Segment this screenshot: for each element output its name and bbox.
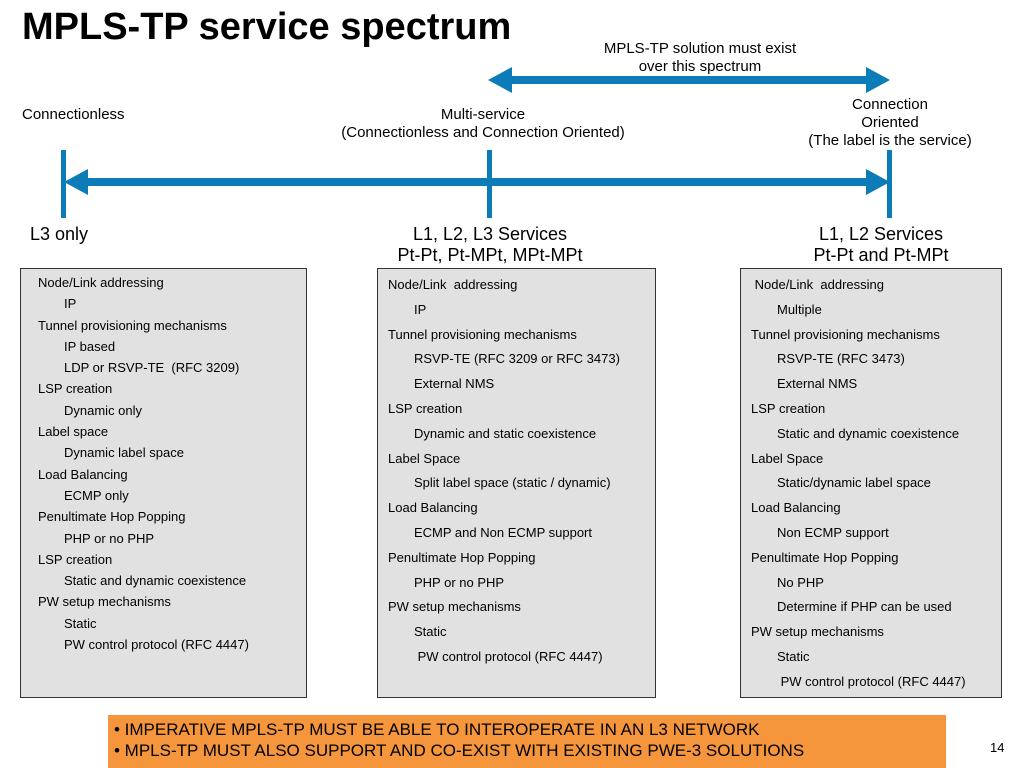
panel-category-item: Load Balancing (38, 466, 128, 482)
panel-category-item: LSP creation (388, 400, 463, 416)
panel-category-item: Penultimate Hop Popping (388, 549, 536, 565)
top-arrow-head-right (866, 67, 890, 93)
panel-detail-item: IP based (64, 338, 116, 354)
page-number: 14 (990, 740, 1005, 755)
panel-detail-item: External NMS (777, 376, 858, 392)
panel-category-item: Tunnel provisioning mechanisms (751, 326, 940, 342)
panel-category-item: Load Balancing (751, 500, 841, 516)
panel-detail-item: Static (64, 615, 97, 631)
connection-oriented-line-1: Connection (852, 96, 928, 113)
imperative-line-1: • IMPERATIVE MPLS-TP MUST BE ABLE TO INT… (114, 720, 760, 739)
panel-category-item: Node/Link addressing (388, 277, 518, 292)
panel-detail-item: PW control protocol (RFC 4447) (777, 673, 966, 689)
spectrum-arrows (61, 67, 892, 218)
panel-category-item: Penultimate Hop Popping (38, 509, 186, 525)
panel-detail-item: PHP or no PHP (414, 574, 505, 590)
column-3-header-line-2: Pt-Pt and Pt-MPt (813, 245, 949, 265)
panel-detail-item: Non ECMP support (777, 524, 889, 540)
panel-detail-item: PW control protocol (RFC 4447) (414, 648, 603, 664)
tick-middle (487, 150, 492, 218)
panel-category-item: Node/Link addressing (751, 277, 884, 292)
panel-detail-item: LDP or RSVP-TE (RFC 3209) (64, 360, 240, 376)
column-2-header-line-2: Pt-Pt, Pt-MPt, MPt-MPt (397, 245, 583, 265)
column-3-header: L1, L2 Services Pt-Pt and Pt-MPt (760, 224, 1002, 266)
main-arrow-shaft (84, 178, 870, 186)
main-arrow-head-right (866, 169, 890, 195)
panel-category-item: Penultimate Hop Popping (751, 549, 899, 565)
panel-detail-item: PW control protocol (RFC 4447) (64, 637, 249, 653)
panel-detail-item: No PHP (777, 574, 824, 590)
multi-service-line-1: Multi-service (440, 106, 526, 123)
panel-detail-item: IP (414, 301, 427, 317)
column-2-header-line-1: L1, L2, L3 Services (412, 224, 568, 244)
connection-oriented-line-2: Oriented (861, 114, 919, 131)
column-3-header-line-1: L1, L2 Services (818, 224, 944, 244)
panel-category-item: Load Balancing (388, 500, 478, 516)
panel-category-item: LSP creation (38, 381, 113, 397)
connectionless-label: Connectionless (22, 106, 125, 123)
panel-category-item: Label Space (751, 450, 824, 466)
panel-detail-item: Static (414, 624, 447, 640)
panel-category-item: PW setup mechanisms (38, 594, 171, 610)
panel-detail-item: Static and dynamic coexistence (777, 425, 960, 441)
column-1-header: L3 only (30, 224, 88, 245)
panel-detail-item: IP (64, 296, 77, 312)
slide-title: MPLS-TP service spectrum (22, 6, 512, 48)
panel-category-item: Tunnel provisioning mechanisms (388, 326, 577, 342)
multi-service-label: Multi-service (Connectionless and Connec… (300, 106, 666, 142)
column-1-header-line-1: L3 only (30, 224, 89, 244)
tick-right (887, 150, 892, 218)
connection-oriented-label: Connection Oriented (The label is the se… (780, 96, 1000, 150)
panel-detail-item: Dynamic label space (64, 445, 184, 461)
panel-detail-item: Dynamic and static coexistence (414, 425, 597, 441)
panel-detail-item: RSVP-TE (RFC 3209 or RFC 3473) (414, 351, 620, 367)
top-note-line-1: MPLS-TP solution must exist (603, 40, 797, 57)
panel-detail-item: Multiple (777, 301, 822, 317)
top-spectrum-note: MPLS-TP solution must exist over this sp… (560, 40, 840, 76)
panel-detail-item: PHP or no PHP (64, 530, 155, 546)
panel-detail-item: Static/dynamic label space (777, 475, 931, 491)
panel-detail-item: ECMP and Non ECMP support (414, 524, 592, 540)
panel-category-item: PW setup mechanisms (388, 599, 521, 615)
panel-category-item: Node/Link addressing (38, 275, 164, 290)
panel-detail-item: Static (777, 648, 810, 664)
panel-category-item: Tunnel provisioning mechanisms (38, 317, 227, 333)
connection-oriented-line-3: (The label is the service) (808, 132, 972, 149)
column-2-header: L1, L2, L3 Services Pt-Pt, Pt-MPt, MPt-M… (360, 224, 620, 266)
panel-detail-item: Dynamic only (64, 402, 143, 418)
panel-category-item: LSP creation (751, 400, 826, 416)
top-arrow-shaft (508, 76, 870, 84)
top-note-line-2: over this spectrum (638, 58, 762, 75)
panel-category-item: LSP creation (38, 551, 113, 567)
top-double-arrow (488, 67, 890, 93)
imperative-callout: • IMPERATIVE MPLS-TP MUST BE ABLE TO INT… (108, 715, 946, 768)
main-double-arrow (64, 169, 890, 195)
panel-detail-item: Split label space (static / dynamic) (414, 475, 611, 491)
main-arrow-head-left (64, 169, 88, 195)
panel-detail-item: RSVP-TE (RFC 3473) (777, 351, 905, 367)
multi-service-line-2: (Connectionless and Connection Oriented) (341, 124, 625, 141)
top-arrow-head-left (488, 67, 512, 93)
panel-category-item: PW setup mechanisms (751, 624, 884, 640)
panel-detail-item: ECMP only (64, 487, 129, 503)
panel-detail-item: External NMS (414, 376, 495, 392)
panel-detail-item: Static and dynamic coexistence (64, 573, 247, 589)
imperative-line-2: • MPLS-TP MUST ALSO SUPPORT AND CO-EXIST… (114, 741, 805, 760)
panel-category-item: Label space (38, 424, 109, 440)
panel-detail-item: Determine if PHP can be used (777, 599, 952, 615)
tick-left (61, 150, 66, 218)
panel-category-item: Label Space (388, 450, 461, 466)
